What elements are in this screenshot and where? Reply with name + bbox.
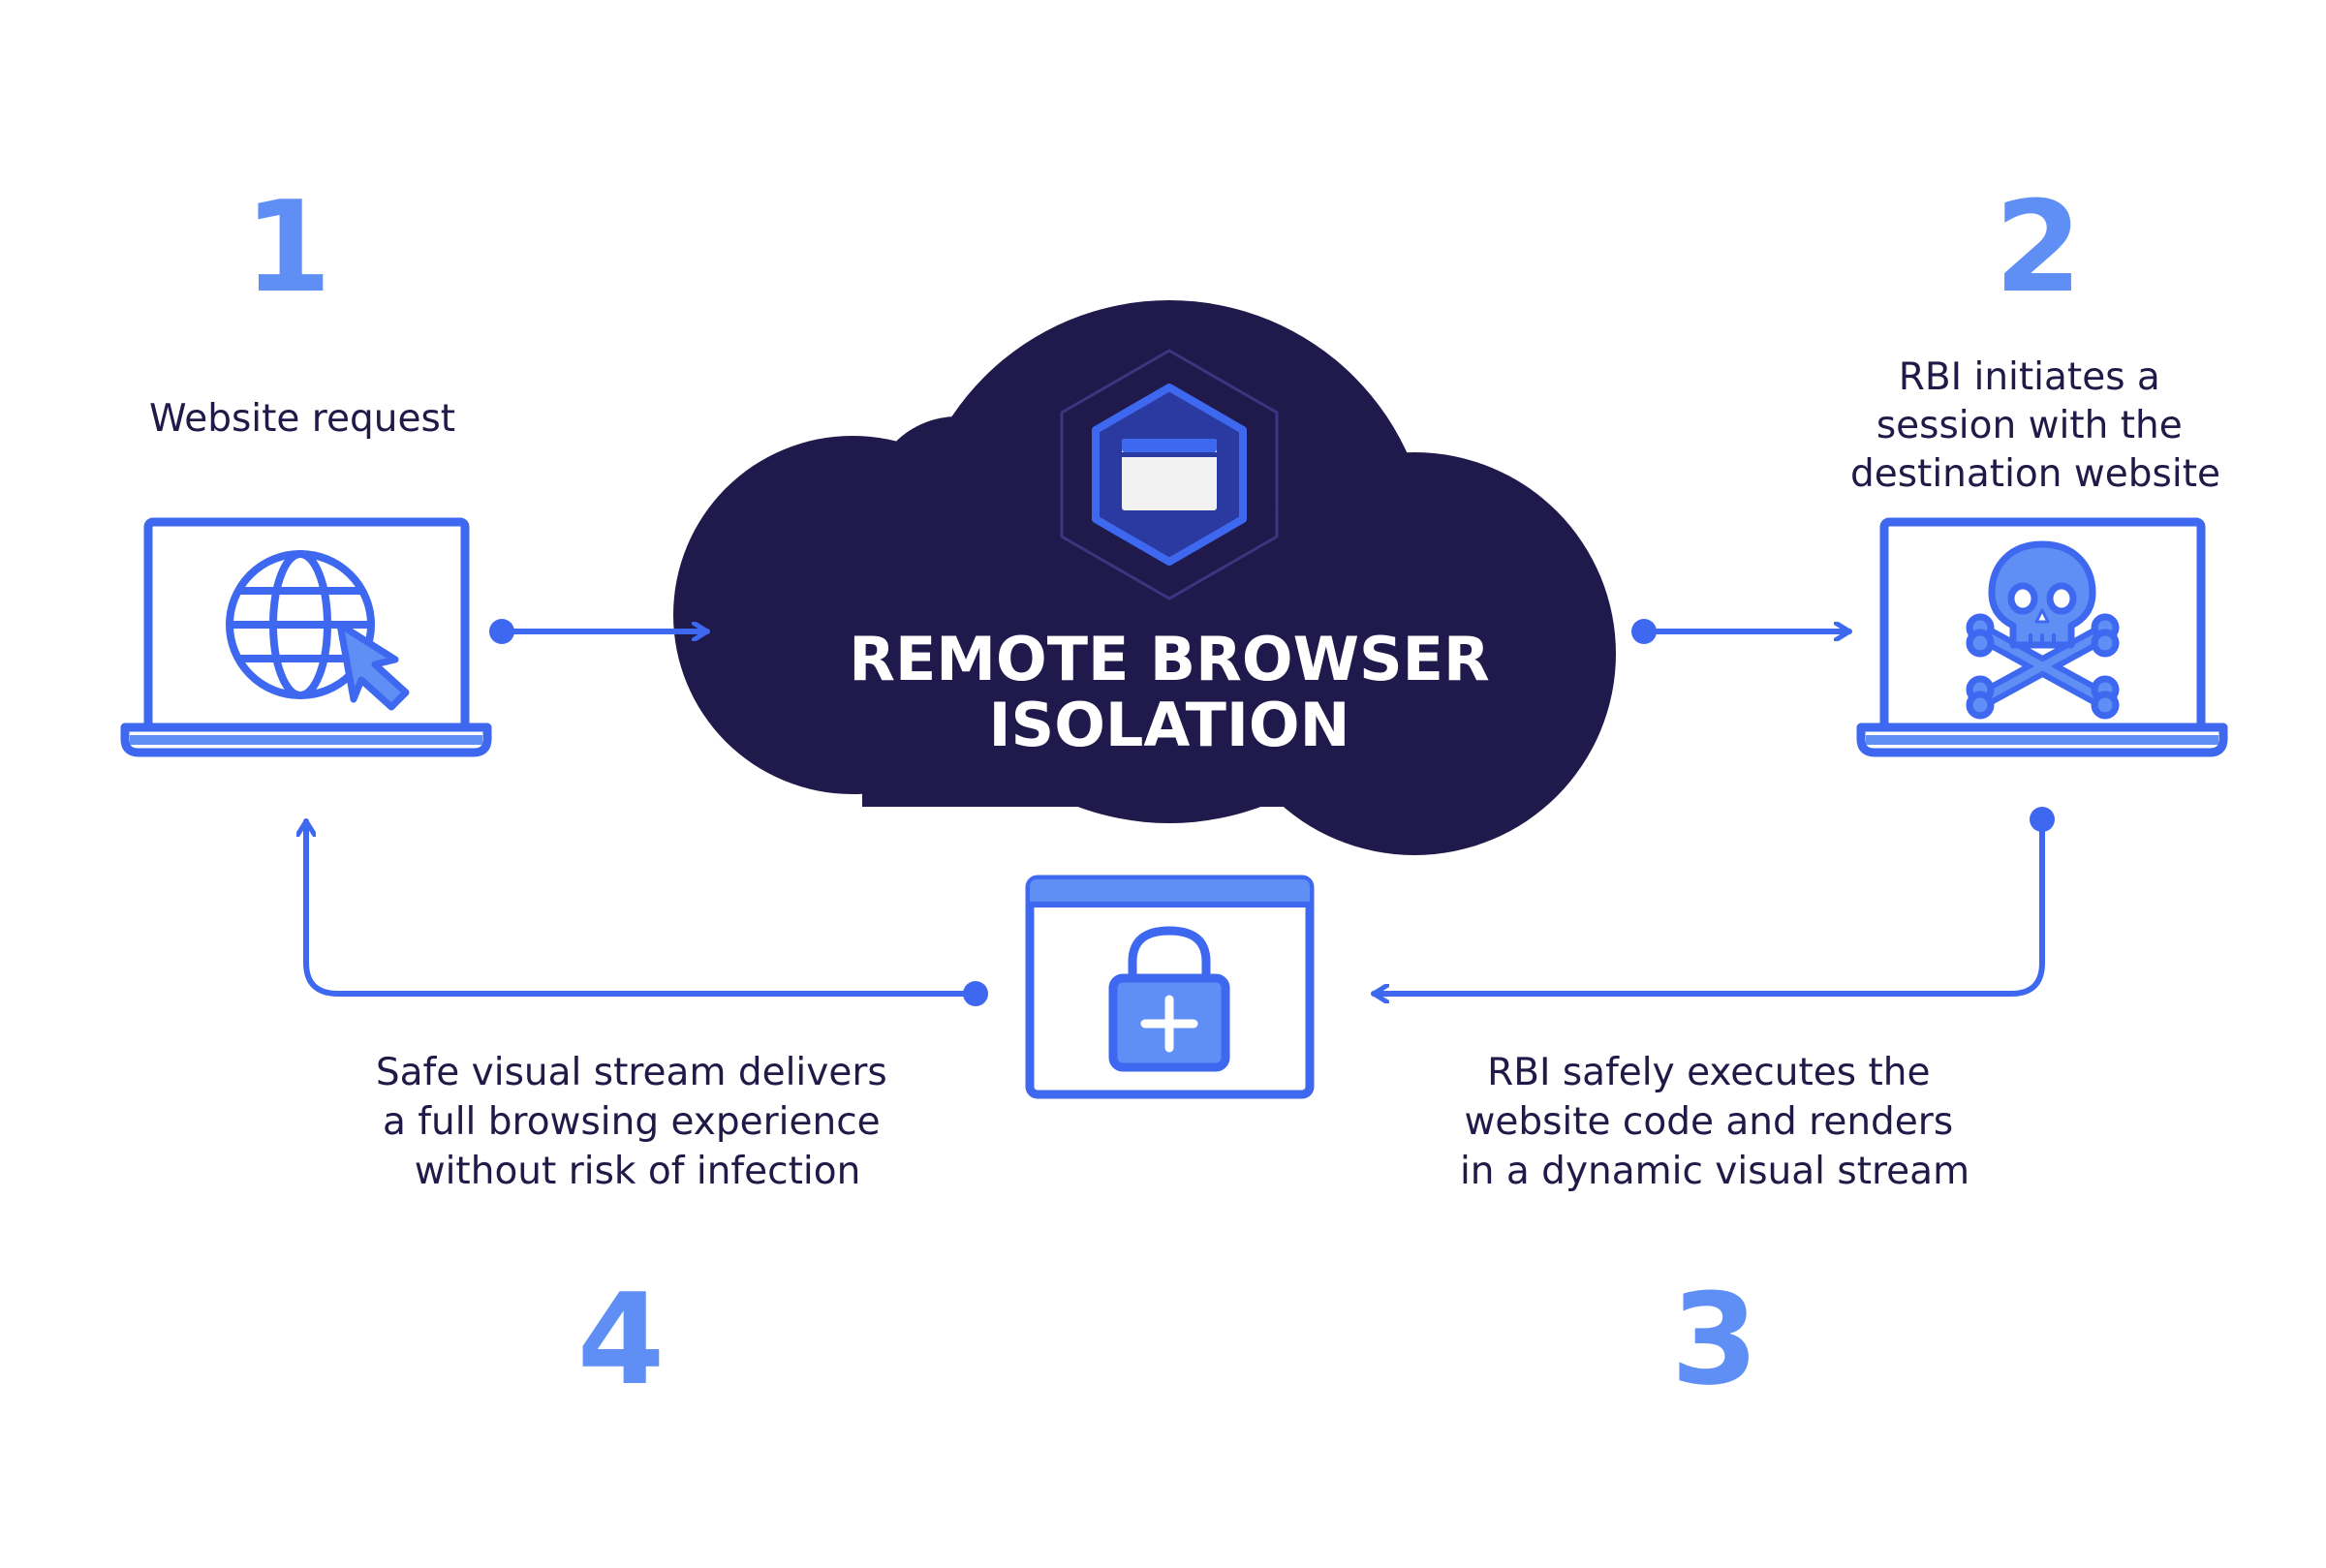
step-number-3: 3 [1671, 1266, 1758, 1413]
step-4-caption-line: without risk of infection [415, 1150, 861, 1193]
laptop-globe-cursor-icon [120, 517, 492, 757]
connector-1-to-cloud [489, 619, 710, 644]
step-4-caption-line: Safe visual stream delivers [376, 1051, 887, 1094]
step-1-caption-line: Website request [149, 397, 455, 441]
cloud-title-line-2: ISOLATION [988, 690, 1349, 760]
cloud-shape [673, 300, 1616, 855]
cloud-title-line-1: REMOTE BROWSER [849, 624, 1490, 694]
step-3-caption-line: RBI safely executes the [1487, 1051, 1930, 1094]
step-3-caption-line: in a dynamic visual stream [1460, 1150, 1969, 1193]
step-2-caption-line: session with the [1876, 404, 2183, 447]
step-2-caption: RBI initiates a session with the destina… [1850, 355, 2220, 496]
globe-icon [226, 550, 375, 699]
cloud: REMOTE BROWSER ISOLATION [673, 300, 1616, 855]
step-3-caption: RBI safely executes the website code and… [1460, 1051, 1969, 1193]
step-number-1: 1 [244, 173, 331, 321]
step-4-caption-line: a full browsing experience [383, 1100, 881, 1144]
step-number-2: 2 [1995, 173, 2082, 321]
step-4-caption: Safe visual stream delivers a full brows… [376, 1051, 899, 1193]
step-2-caption-line: RBI initiates a [1899, 355, 2160, 399]
connector-cloud-to-2 [1631, 619, 1852, 644]
step-1-caption: Website request [149, 397, 455, 441]
laptop-skull-icon [1856, 517, 2228, 757]
cursor-icon [336, 621, 410, 711]
step-2-caption-line: destination website [1850, 452, 2220, 496]
skull-crossbones-icon [1966, 540, 2120, 720]
step-number-4: 4 [577, 1266, 665, 1413]
browser-lock-icon [1025, 875, 1315, 1099]
browser-window-hexagon-icon [1060, 349, 1279, 600]
connector-4-to-1 [306, 818, 988, 1006]
connector-2-to-3 [1371, 807, 2055, 994]
step-3-caption-line: website code and renders [1464, 1100, 1953, 1144]
padlock-icon [1108, 926, 1230, 1072]
